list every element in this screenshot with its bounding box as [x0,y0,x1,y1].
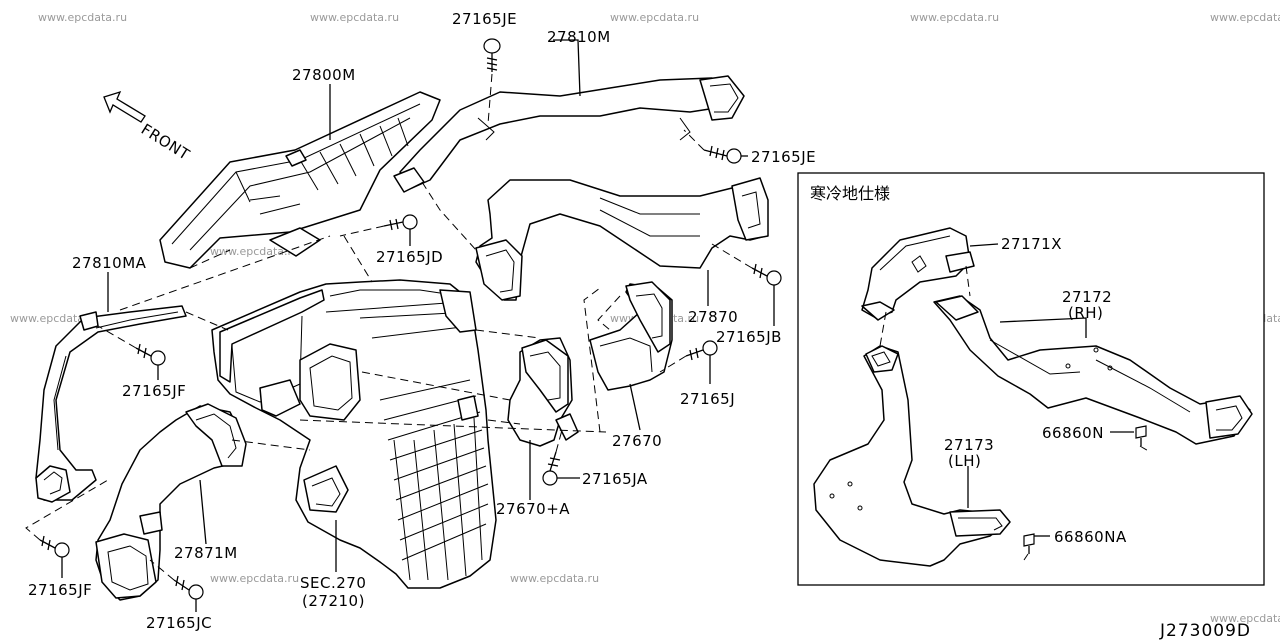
watermark: www.epcdata.ru [910,11,999,24]
label-27173-lh: (LH) [948,452,981,470]
watermark: www.epcdata.ru [510,572,599,585]
clip-66860NA [1023,533,1035,554]
label-27165JA: 27165JA [582,470,648,488]
front-arrow: FRONT [103,90,193,164]
watermark: www.epcdata.ru [1210,11,1280,24]
label-27172: 27172 [1062,288,1112,306]
duct-27172-rh [933,295,1253,445]
label-27165JC: 27165JC [146,614,212,632]
label-27165JF-mid: 27165JF [122,382,186,400]
label-27670: 27670 [612,432,662,450]
label-sec270-sub: (27210) [302,592,365,610]
watermark: www.epcdata.ru [210,245,299,258]
label-27165JD: 27165JD [376,248,443,266]
fastener-27165JE-right [703,145,742,164]
label-27165J: 27165J [680,390,735,408]
section-title: 寒冷地仕様 [810,184,890,203]
watermark: www.epcdata.ru [1210,612,1280,625]
duct-27670 [589,281,673,391]
part-labels: 27165JE 27810M 27800M 27165JE 27165JD 27… [28,10,1127,632]
fastener-27165JF-mid [135,343,166,366]
clip-66860N [1135,425,1147,446]
diagram-code: J273009D [1159,621,1251,640]
watermark: www.epcdata.ru [10,312,99,325]
label-66860N: 66860N [1042,424,1104,442]
watermark: www.epcdata.ru [310,11,399,24]
label-27800M: 27800M [292,66,356,84]
front-label: FRONT [138,120,193,164]
label-27810MA: 27810MA [72,254,147,272]
duct-27871M [95,403,247,601]
label-27670A: 27670+A [496,500,570,518]
duct-27171X [861,227,975,321]
fastener-27165JB [751,263,782,286]
duct-27173-lh [813,345,1011,567]
fastener-27165JE-top [483,38,501,72]
fastener-27165JA [542,451,561,486]
label-27173: 27173 [944,436,994,454]
label-66860NA: 66860NA [1054,528,1127,546]
duct-27810MA [35,305,187,503]
label-27165JE-right: 27165JE [751,148,816,166]
label-27165JE-top: 27165JE [452,10,517,28]
label-27165JF-bot: 27165JF [28,581,92,599]
label-27165JB: 27165JB [716,328,782,346]
duct-27870 [475,177,769,301]
watermark: www.epcdata.ru [210,572,299,585]
label-27171X: 27171X [1001,235,1062,253]
duct-27800M [159,91,441,269]
guide-lines [25,73,753,581]
fastener-27165J [685,340,718,361]
watermark: www.epcdata.ru [38,11,127,24]
label-27871M: 27871M [174,544,238,562]
label-27810M: 27810M [547,28,611,46]
heater-unit-sec270 [211,279,497,589]
watermark: www.epcdata.ru [610,11,699,24]
fastener-27165JF-bot [39,535,70,558]
cold-climate-inset: 寒冷地仕様 [797,172,1265,586]
label-27172-rh: (RH) [1068,304,1103,322]
fastener-27165JD [383,214,418,231]
duct-27670A [507,337,579,447]
fastener-27165JC [173,575,204,600]
leader-lines [61,39,775,612]
duct-27810M [393,75,745,193]
label-27870: 27870 [688,308,738,326]
label-sec270: SEC.270 [300,574,366,592]
